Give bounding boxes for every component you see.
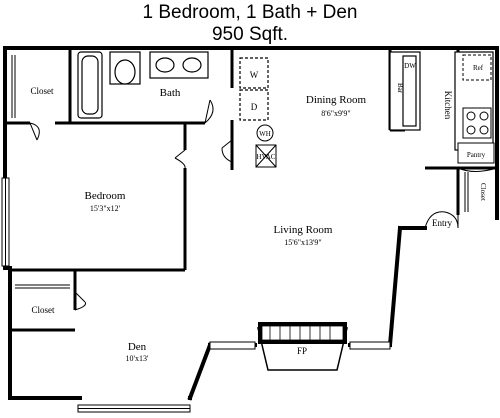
kitchen-label: Kitchen (443, 91, 453, 120)
dining-room-label: Dining Room (306, 94, 367, 106)
bar-label: Bar (396, 83, 404, 94)
bedroom-dims: 15'3"x12' (90, 204, 121, 213)
dishwasher-label: DW (404, 62, 416, 70)
den-closet-label: Closet (31, 305, 55, 315)
pantry-box (457, 142, 495, 164)
stove (462, 107, 492, 139)
living-room-label: Living Room (274, 224, 333, 236)
bath-label: Bath (160, 87, 181, 99)
den-label: Den (128, 341, 147, 353)
fireplace-label: FP (297, 346, 307, 356)
entry-label: Entry (432, 218, 452, 228)
living-room-dims: 15'6"x13'9" (284, 238, 321, 247)
refrigerator (462, 54, 492, 81)
fireplace (257, 322, 348, 371)
bedroom-label: Bedroom (85, 190, 126, 202)
water-heater-label: WH (259, 130, 271, 138)
pantry-label: Pantry (467, 151, 486, 159)
door-swings (29, 99, 498, 311)
den-dims: 10'x13' (126, 354, 149, 363)
laundry (239, 57, 269, 121)
bath-fixtures (77, 51, 209, 119)
washer-label: W (250, 70, 259, 80)
ref-label: Ref (473, 64, 484, 72)
utility-closet (255, 124, 277, 168)
dryer-label: D (251, 102, 258, 112)
floorplan-title: 1 Bedroom, 1 Bath + Den (142, 2, 358, 23)
top-closet-label: Closet (30, 86, 54, 96)
floorplan-area: 950 Sqft. (211, 24, 289, 45)
dining-room-dims: 8'6"x9'9" (321, 109, 350, 118)
closet-shelves (11, 55, 70, 289)
right-closet-shelf (464, 172, 469, 212)
windows (1, 177, 391, 413)
hvac-label: HVAC (257, 153, 276, 161)
right-closet-label: Closet (479, 183, 487, 201)
